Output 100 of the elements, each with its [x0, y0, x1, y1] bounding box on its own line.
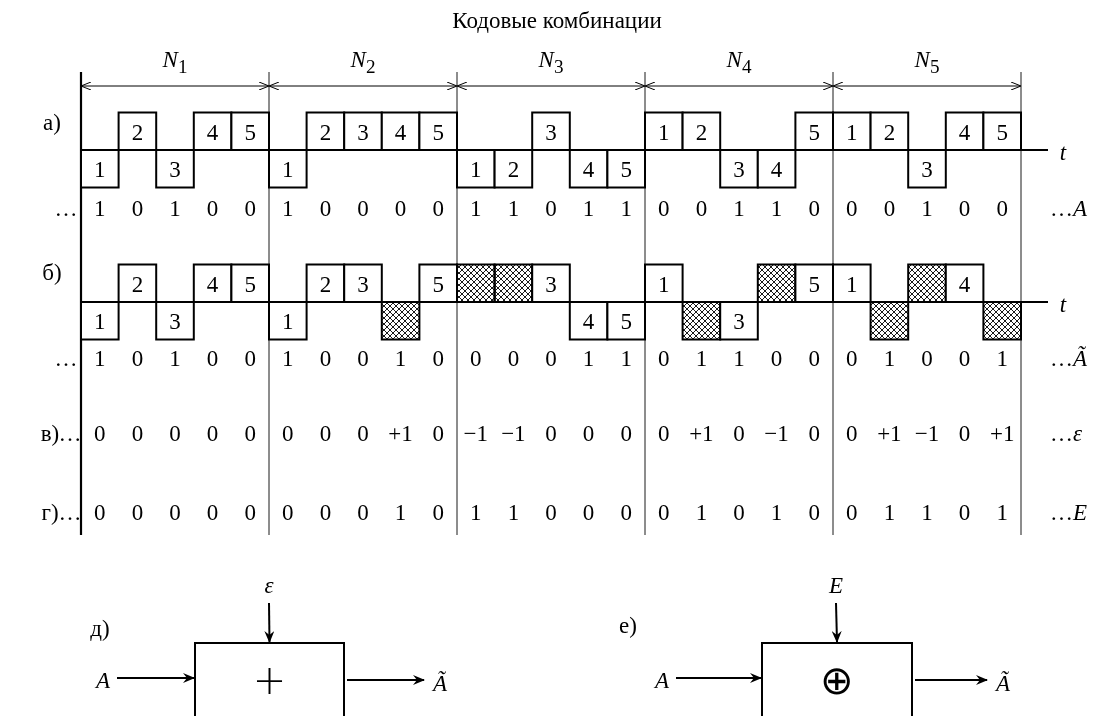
pulse-number: 4 [770, 157, 783, 181]
pulse-number: 3 [733, 157, 745, 181]
bit-value: 0 [131, 421, 144, 445]
pulse-number: 5 [808, 272, 820, 295]
signal-label: …Ã [1050, 346, 1088, 370]
bit-value: 0 [131, 500, 144, 524]
pulse-number: 4 [958, 120, 971, 143]
output-label: Ã [995, 671, 1011, 695]
bit-value: 1 [582, 346, 595, 370]
bit-value: 0 [169, 421, 181, 445]
pulse-number: 1 [94, 157, 106, 181]
bit-value: 0 [545, 421, 557, 445]
bit-value: 0 [808, 196, 820, 220]
bit-value: 0 [282, 421, 294, 445]
pulse-number: 2 [131, 120, 144, 143]
bit-value: 0 [846, 421, 858, 445]
bit-value: 0 [94, 421, 106, 445]
signal-label: …E [1050, 500, 1088, 524]
bit-value: 0 [658, 500, 670, 524]
pulse-number: 3 [921, 157, 933, 181]
bit-value: 0 [432, 346, 444, 370]
bit-value: 1 [394, 346, 407, 370]
modulo-adder-block [761, 642, 913, 716]
pulse-number: 5 [808, 120, 820, 143]
bit-value: 0 [394, 196, 407, 220]
signal-label: …A [1050, 196, 1088, 220]
bit-value: 1 [733, 346, 745, 370]
interval-label: N$_{2}$ [350, 48, 376, 76]
panel-label: д) [90, 616, 110, 640]
pulse-number: 3 [169, 157, 181, 181]
bit-value: 0 [507, 346, 520, 370]
bit-value: +1 [989, 421, 1015, 445]
interval-label: N$_{1}$ [162, 48, 188, 76]
bit-value: 1 [282, 346, 294, 370]
bit-value: 0 [319, 500, 332, 524]
panel-label: а) [43, 110, 61, 134]
bit-value: 1 [883, 346, 896, 370]
panel-label: б) [42, 260, 62, 284]
bit-value: −1 [463, 421, 489, 445]
pulse-number: 4 [958, 272, 971, 295]
pulse-number: 4 [206, 272, 219, 295]
bit-value: 0 [996, 196, 1008, 220]
bit-value: 0 [658, 196, 670, 220]
bit-value: 1 [582, 196, 595, 220]
interval-label: N$_{5}$ [914, 48, 940, 76]
bit-value: 0 [319, 196, 332, 220]
bit-value: −1 [764, 421, 789, 445]
pulse-number: 5 [620, 157, 632, 181]
bit-value: 1 [169, 196, 181, 220]
bit-value: 0 [620, 421, 632, 445]
ellipsis: … [54, 346, 78, 370]
input-label: A [95, 668, 111, 692]
bit-value: 1 [733, 196, 745, 220]
operator-symbol: ⊕ [820, 660, 854, 700]
axis-label: t [1059, 292, 1067, 316]
bit-value: 1 [921, 196, 933, 220]
bit-value: 0 [357, 500, 369, 524]
pulse-number: 5 [244, 272, 256, 295]
bit-value: 1 [695, 346, 708, 370]
pulse-number: 1 [846, 272, 858, 295]
arrow [116, 673, 195, 683]
bit-value: 0 [545, 346, 557, 370]
arrow [264, 602, 275, 643]
interval-label: N$_{4}$ [726, 48, 752, 76]
bit-value: 0 [206, 346, 219, 370]
bit-value: 0 [357, 346, 369, 370]
error-label: E [828, 573, 844, 597]
bit-value: +1 [877, 421, 902, 445]
bit-value: 0 [357, 421, 369, 445]
bit-value: 1 [996, 500, 1008, 524]
bit-value: 0 [733, 500, 745, 524]
pulse-number: 5 [432, 120, 444, 143]
bit-value: 0 [808, 346, 820, 370]
panel-label: в) [40, 421, 60, 445]
bit-value: 0 [206, 421, 219, 445]
pulse-number: 3 [169, 309, 181, 333]
axis-label: t [1059, 140, 1067, 164]
bit-value: 0 [357, 196, 369, 220]
bit-value: 0 [846, 196, 858, 220]
bit-value: 1 [770, 500, 783, 524]
bit-value: 0 [244, 421, 256, 445]
pulse-number: 3 [357, 120, 369, 143]
pulse-number: 4 [582, 309, 595, 333]
bit-value: 0 [921, 346, 933, 370]
pulse-number: 2 [319, 272, 332, 295]
bit-value: 1 [921, 500, 933, 524]
bit-value: 0 [620, 500, 632, 524]
bit-value: 0 [244, 196, 256, 220]
pulse-number: 2 [319, 120, 332, 143]
pulse-number: 2 [507, 157, 520, 181]
bit-value: 0 [545, 500, 557, 524]
pulse-number: 3 [357, 272, 369, 295]
bit-value: 1 [470, 500, 482, 524]
arrow [914, 675, 988, 685]
panel-label: г) [41, 500, 59, 524]
bit-value: 0 [432, 196, 444, 220]
bit-value: 0 [206, 500, 219, 524]
pulse-number: 1 [94, 309, 106, 333]
bit-value: 0 [131, 196, 144, 220]
bit-value: 0 [282, 500, 294, 524]
